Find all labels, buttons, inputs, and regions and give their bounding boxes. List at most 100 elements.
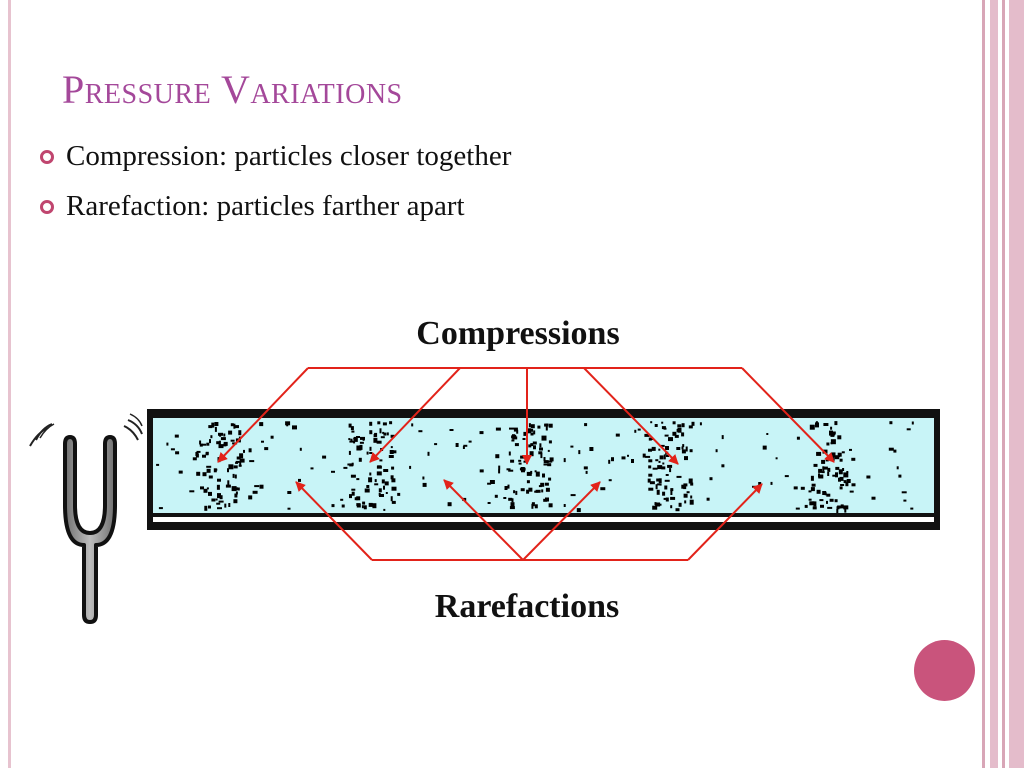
particle	[668, 437, 673, 442]
particle	[838, 469, 843, 475]
particle	[681, 484, 685, 489]
air-column-tube	[147, 409, 940, 530]
particle	[526, 480, 530, 484]
particle	[411, 423, 414, 427]
particle	[523, 431, 527, 436]
particle	[683, 483, 688, 487]
particle	[540, 482, 545, 487]
particle	[545, 487, 550, 492]
particle	[287, 491, 292, 494]
particle	[360, 436, 365, 440]
particle	[206, 465, 212, 468]
particle	[654, 502, 657, 506]
particle	[515, 490, 518, 495]
particle	[543, 463, 548, 466]
particle	[674, 434, 679, 438]
particle	[533, 445, 536, 450]
particle	[507, 484, 510, 489]
particle	[543, 457, 546, 461]
particle	[808, 490, 812, 493]
particle	[654, 424, 658, 427]
particle	[578, 450, 581, 455]
particle	[232, 473, 235, 478]
particle	[498, 465, 501, 470]
particle	[658, 448, 661, 451]
particle	[372, 503, 377, 509]
particle	[376, 440, 382, 444]
particle	[494, 494, 498, 498]
particle	[166, 442, 169, 446]
particle	[888, 447, 894, 451]
particle	[662, 462, 665, 465]
particle	[215, 498, 218, 501]
particle	[238, 436, 241, 439]
particle	[218, 500, 224, 503]
particle	[576, 508, 581, 513]
particle	[600, 487, 606, 491]
particle	[237, 487, 240, 491]
particle	[377, 465, 382, 469]
particle	[548, 477, 552, 481]
particle	[849, 490, 854, 493]
particle	[804, 504, 808, 508]
particle	[528, 423, 531, 428]
particle	[388, 455, 394, 458]
particle	[830, 426, 833, 430]
particle	[233, 465, 238, 469]
particle	[350, 438, 353, 442]
particle	[382, 431, 385, 434]
particle	[322, 455, 327, 459]
particle	[661, 421, 664, 424]
particle	[369, 421, 373, 426]
particle	[489, 480, 495, 484]
particle	[529, 451, 534, 457]
particle	[539, 447, 543, 451]
particle	[766, 433, 769, 435]
particle	[208, 475, 213, 479]
particle	[691, 421, 695, 426]
particle	[834, 499, 838, 503]
particle	[656, 489, 660, 495]
particle	[510, 502, 515, 508]
particle	[657, 483, 661, 486]
particle	[542, 473, 545, 478]
particle	[208, 425, 213, 429]
particle	[377, 421, 381, 425]
particle	[665, 446, 669, 450]
particle	[227, 468, 229, 473]
particle	[528, 444, 532, 448]
particle	[204, 505, 208, 511]
particle	[677, 424, 682, 428]
particle	[521, 467, 525, 473]
particle	[514, 443, 519, 447]
particle	[506, 468, 511, 471]
particle	[170, 448, 175, 451]
particle	[509, 506, 515, 510]
particle	[348, 438, 351, 441]
particle	[259, 422, 264, 427]
particle	[239, 461, 242, 467]
particle	[706, 497, 710, 501]
particle	[285, 421, 291, 426]
particle	[648, 473, 653, 477]
particle	[676, 447, 681, 450]
particle	[658, 460, 661, 463]
particle	[518, 459, 522, 462]
particle	[631, 459, 634, 463]
particle	[356, 445, 362, 451]
particle	[822, 491, 827, 495]
particle	[534, 504, 538, 509]
particle	[843, 505, 849, 510]
particle	[830, 442, 833, 445]
particle	[292, 425, 297, 430]
particle	[681, 446, 684, 450]
particle	[839, 458, 843, 462]
particle	[548, 423, 553, 428]
particle	[369, 452, 373, 454]
particle	[236, 487, 238, 491]
particle	[348, 423, 352, 428]
particle	[906, 428, 911, 431]
particle	[615, 433, 620, 437]
particle	[310, 467, 314, 470]
particle	[648, 465, 652, 469]
